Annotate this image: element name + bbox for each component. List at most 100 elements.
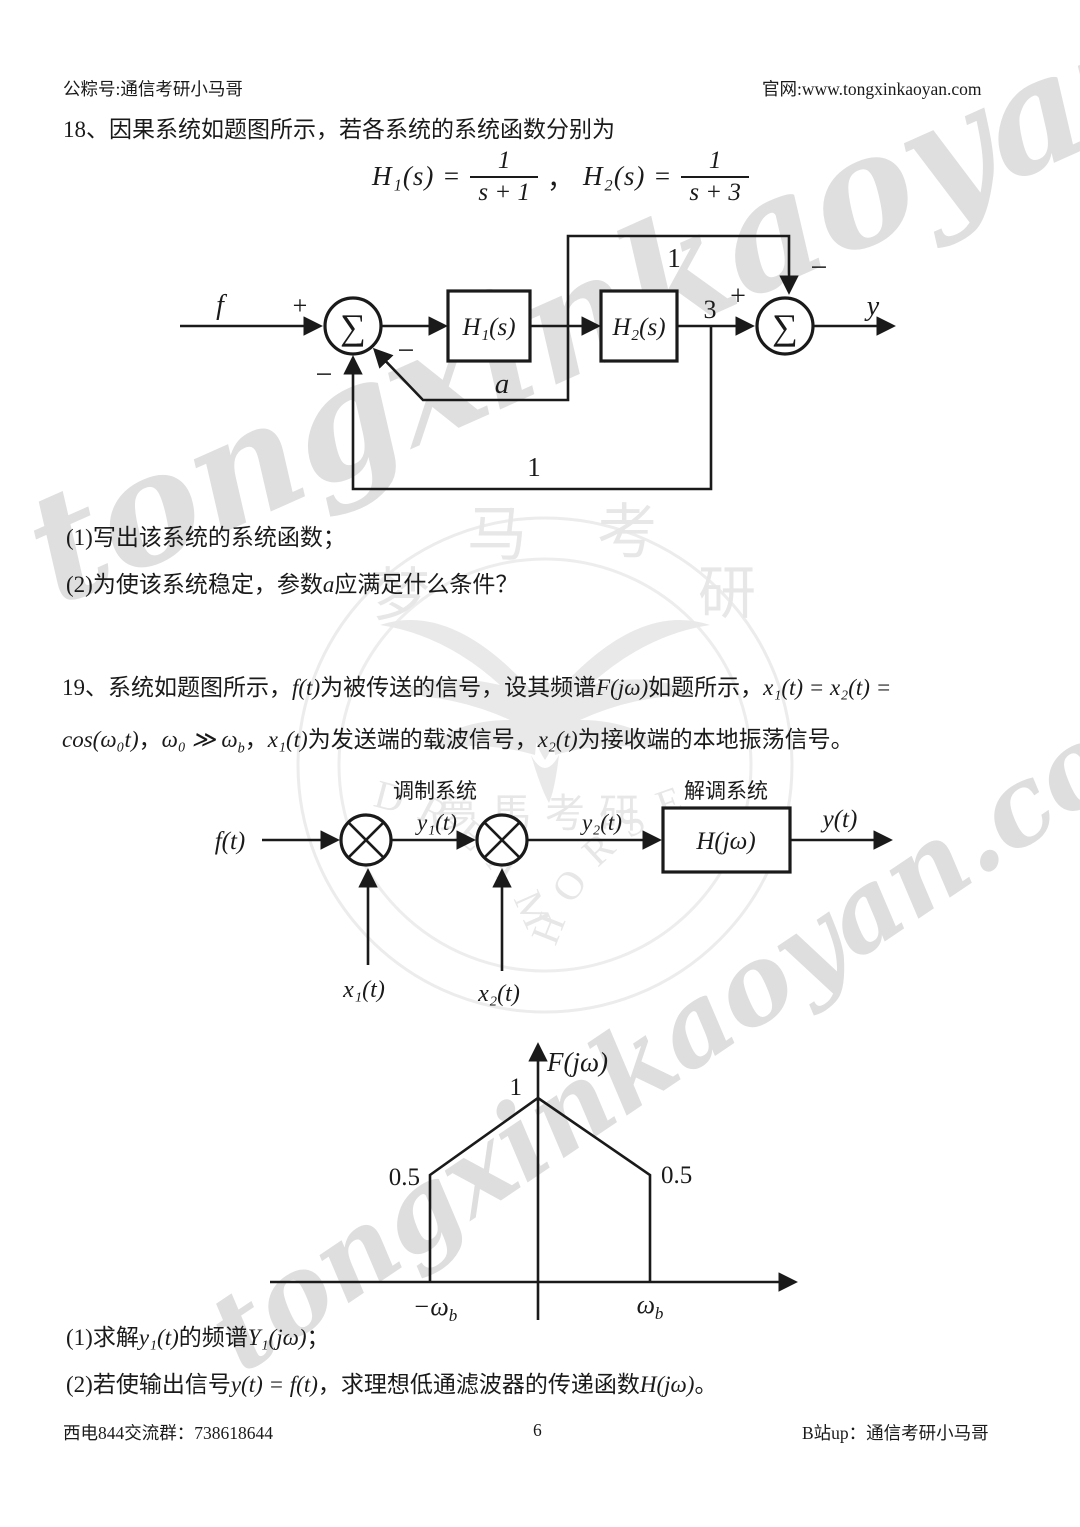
- header-website: 官网:www.tongxinkaoyan.com: [762, 79, 982, 99]
- spectrum-axis-label: F(jω): [546, 1047, 608, 1077]
- multiplier-2: [475, 813, 529, 867]
- q2-variable-a: a: [322, 572, 335, 597]
- problem19-spectrum-plot: F(jω) 1 0.5 0.5 −ωb ωb: [270, 1042, 798, 1325]
- top-path-gain-label: 1: [667, 243, 681, 273]
- formula-separator: ，: [546, 164, 574, 194]
- problem19-question1: (1)求解y₁(t)的频谱Y₁(jω)；: [66, 1318, 330, 1352]
- block-h2: [599, 289, 679, 363]
- q19-2-seg: (2)若使输出信号: [66, 1372, 231, 1397]
- q2-text-pre: (2)为使该系统稳定，参数: [66, 572, 323, 597]
- filter-label: H(jω): [695, 828, 755, 855]
- yt-output-label: y(t): [820, 806, 858, 833]
- p19-omega-sub-b: b: [237, 740, 245, 757]
- sum-symbol-2: ∑: [772, 307, 798, 347]
- spectrum-trapezoid: [428, 1096, 652, 1282]
- emblem-inner-ring: [337, 557, 753, 973]
- neg-omega-sub: b: [449, 1306, 458, 1325]
- p19-omega-base: ω₀ ≫ ω: [161, 727, 238, 752]
- problem19-block-diagram: 调制系统 解调系统 f(t) y₁(t) y₂(t) H(jω) y(t) x₁…: [215, 779, 893, 1007]
- emblem-char-yan: 研: [698, 561, 756, 626]
- watermark-emblem: 梦 马 考 研 夢馬考研 DREAM HORSE: [296, 500, 794, 1014]
- output-signal-label: y: [864, 291, 880, 322]
- problem18-block-diagram: ∑ H₁(s) H₂(s) ∑ f + − − 1 − 3 + y 1 a: [180, 234, 896, 491]
- h2-denominator: s + 3: [681, 175, 749, 208]
- sum2-top-minus-sign: −: [811, 251, 828, 284]
- p19-math-fjw: F(jω): [596, 675, 649, 700]
- emblem-inner-seal-text: 夢馬考研: [437, 791, 653, 836]
- p19-math-ft: f(t): [292, 675, 321, 700]
- input-signal-label: f: [216, 290, 227, 321]
- x2-label: x₂(t): [477, 981, 520, 1007]
- problem19-text-line1: 19、系统如题图所示，f(t)为被传送的信号，设其频谱F(jω)如题所示，x₁(…: [62, 668, 891, 702]
- p19-seg: 如题所示，: [648, 675, 764, 700]
- sum1-plus-sign: +: [293, 291, 308, 320]
- q19-2-math-Hjw: H(jω): [639, 1372, 695, 1397]
- ft-input-label: f(t): [215, 828, 246, 855]
- top-feed-path: [566, 234, 799, 326]
- p19-math-cos: cos(ω₀t): [62, 727, 139, 752]
- y2-label: y₂(t): [580, 810, 622, 835]
- q19-2-seg: 。: [694, 1372, 718, 1397]
- pos-omega-sub: b: [655, 1304, 664, 1323]
- a-feedback-path: [372, 326, 570, 402]
- emblem-char-horse-cn: 马: [467, 502, 527, 568]
- q19-2-math-yt-ft: y(t) = f(t): [230, 1372, 318, 1397]
- header-account: 公粽号:通信考研小马哥: [63, 79, 243, 99]
- problem19-text-line2: cos(ω₀t)，ω₀ ≫ ωb，x₁(t)为发送端的载波信号，x₂(t)为接收…: [62, 720, 854, 758]
- q19-1-seg: 的频谱: [178, 1325, 248, 1350]
- h2-numerator: 1: [708, 147, 722, 174]
- problem18-question1: (1)写出该系统的系统函数；: [66, 525, 346, 550]
- problem19-question2: (2)若使输出信号y(t) = f(t)，求理想低通滤波器的传递函数H(jω)。: [66, 1365, 717, 1399]
- p19-seg: 为接收端的本地振荡信号。: [577, 727, 854, 752]
- bottom-feedback-path: [343, 326, 713, 491]
- p19-math-x1x2: x₁(t) = x₂(t) =: [763, 675, 892, 700]
- emblem-char-kao: 考: [597, 500, 657, 566]
- modulation-system-label: 调制系统: [393, 779, 477, 803]
- h1-lhs: H₁(s) =: [372, 161, 462, 191]
- p19-math-x1: x₁(t): [267, 727, 308, 752]
- x1-label: x₁(t): [342, 977, 385, 1003]
- h1-denominator: s + 1: [470, 175, 538, 208]
- sum2-plus-sign: +: [730, 281, 746, 312]
- p19-seg: ，: [138, 727, 162, 752]
- problem18-title: 18、因果系统如题图所示，若各系统的系统函数分别为: [63, 117, 615, 142]
- sum-symbol-1: ∑: [340, 307, 366, 347]
- problem18-question2: (2)为使该系统稳定，参数a应满足什么条件？: [66, 565, 518, 599]
- p19-math-x2: x₂(t): [537, 727, 578, 752]
- problem18-transfer-functions: H₁(s) = 1 s + 1 ， H₂(s) = 1 s + 3: [372, 146, 749, 207]
- emblem-char-dream: 梦: [372, 563, 430, 628]
- p19-seg: 为被传送的信号，设其频谱: [320, 675, 597, 700]
- footer-qq-group: 西电844交流群：738618644: [63, 1423, 273, 1443]
- spectrum-neg-wb-label: −ωb: [413, 1292, 457, 1325]
- node-3-label: 3: [704, 295, 717, 324]
- q19-2-seg: ，求理想低通滤波器的传递函数: [317, 1372, 640, 1397]
- p19-seg: ，: [244, 727, 268, 752]
- spectrum-right-value: 0.5: [661, 1162, 692, 1189]
- bottom-feedback-gain-label: 1: [527, 452, 541, 482]
- q19-1-seg: (1)求解: [66, 1325, 139, 1350]
- pos-omega-base: ω: [637, 1290, 655, 1319]
- q2-text-post: 应满足什么条件？: [334, 572, 519, 597]
- footer-bilibili: B站up：通信考研小马哥: [802, 1423, 989, 1443]
- sum1-diagonal-minus-sign: −: [398, 334, 415, 367]
- y1-label: y₁(t): [415, 810, 457, 835]
- h1-fraction: 1 s + 1: [470, 146, 538, 207]
- demodulation-system-label: 解调系统: [684, 779, 768, 803]
- spectrum-left-value: 0.5: [389, 1164, 420, 1191]
- neg-omega-base: −ω: [413, 1292, 449, 1321]
- footer-page-number: 6: [533, 1420, 542, 1440]
- q19-1-math-y1: y₁(t): [138, 1325, 179, 1350]
- a-gain-label: a: [495, 368, 510, 400]
- sum1-bottom-minus-sign: −: [316, 358, 333, 391]
- block-h1-label: H₁(s): [461, 314, 515, 341]
- emblem-outer-ring: [296, 516, 794, 1014]
- spectrum-peak-value: 1: [510, 1074, 523, 1101]
- p19-seg: 为发送端的载波信号，: [307, 727, 538, 752]
- pegasus-wings-icon: [380, 620, 710, 803]
- q19-1-seg: ；: [306, 1325, 330, 1350]
- h1-numerator: 1: [497, 147, 511, 174]
- h2-fraction: 1 s + 3: [681, 146, 749, 207]
- h2-lhs: H₂(s) =: [582, 161, 673, 191]
- p19-math-omega: ω₀ ≫ ωb: [161, 727, 245, 757]
